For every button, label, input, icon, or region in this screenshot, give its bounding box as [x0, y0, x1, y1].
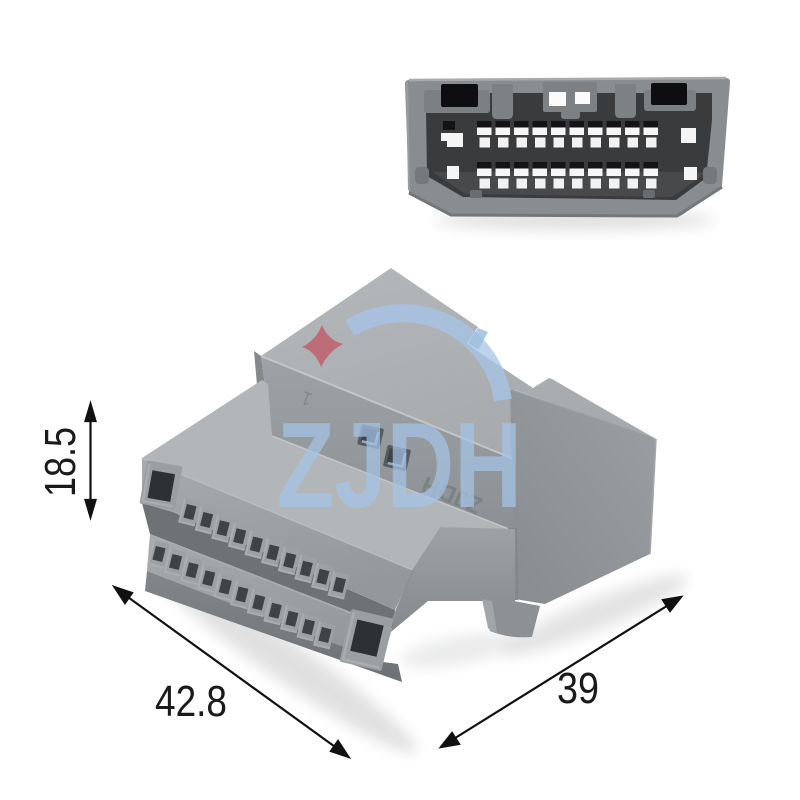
svg-text:18.5: 18.5 — [36, 427, 85, 497]
svg-text:42.8: 42.8 — [155, 677, 227, 726]
svg-text:39: 39 — [557, 664, 599, 713]
svg-text:ZJDH: ZJDH — [277, 397, 522, 533]
